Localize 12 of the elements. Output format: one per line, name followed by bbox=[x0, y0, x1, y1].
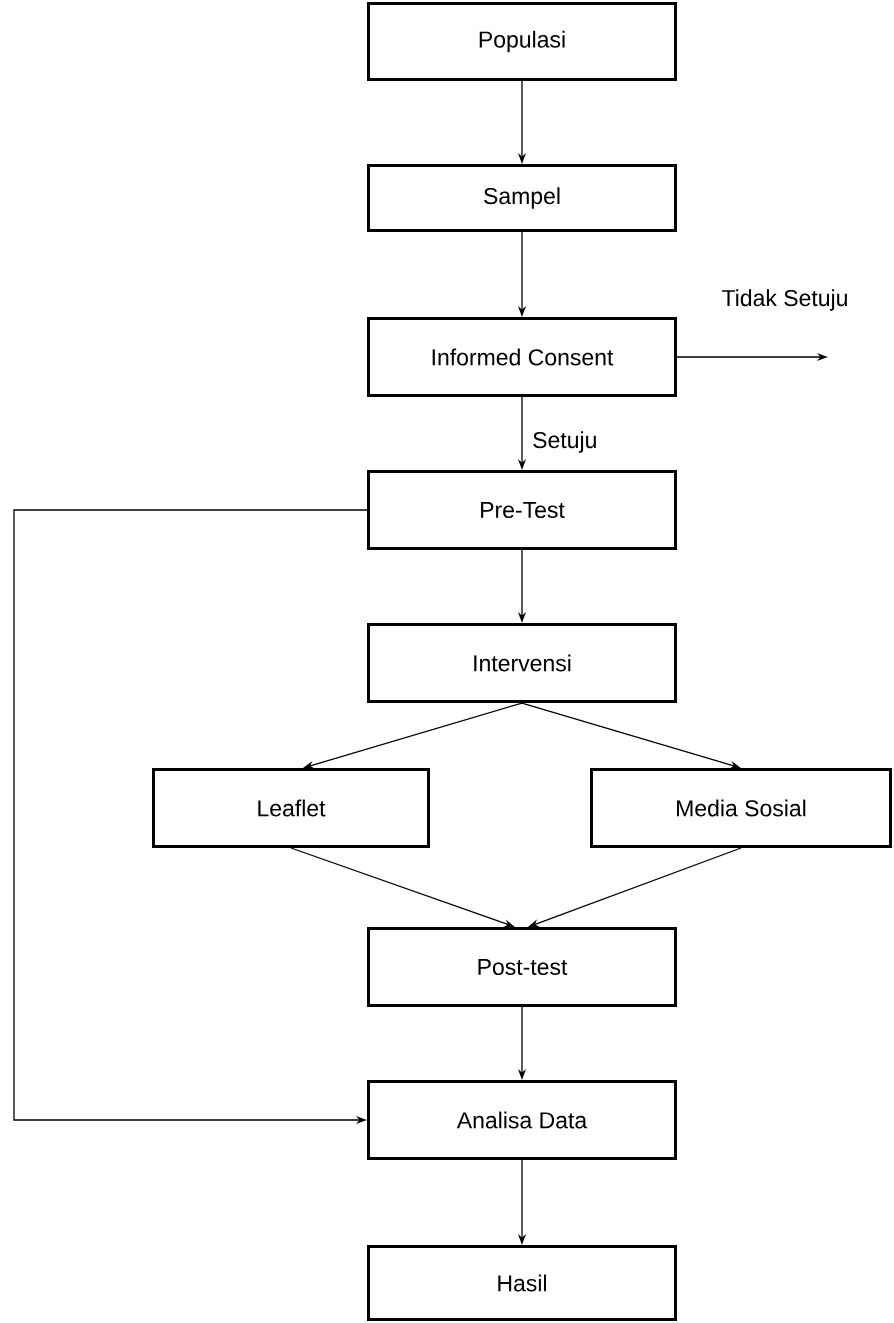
process-box: Leaflet bbox=[152, 768, 430, 848]
process-box: Pre-Test bbox=[367, 470, 677, 550]
process-box: Intervensi bbox=[367, 623, 677, 703]
edge-label: Setuju bbox=[531, 430, 599, 454]
process-box: Populasi bbox=[367, 2, 677, 81]
edge-label: Tidak Setuju bbox=[720, 288, 850, 312]
process-box: Analisa Data bbox=[367, 1080, 677, 1160]
process-box: Hasil bbox=[367, 1245, 677, 1321]
process-box: Informed Consent bbox=[367, 317, 677, 397]
process-box: Post-test bbox=[367, 927, 677, 1007]
process-box: Sampel bbox=[367, 164, 677, 232]
process-box: Media Sosial bbox=[590, 768, 892, 848]
